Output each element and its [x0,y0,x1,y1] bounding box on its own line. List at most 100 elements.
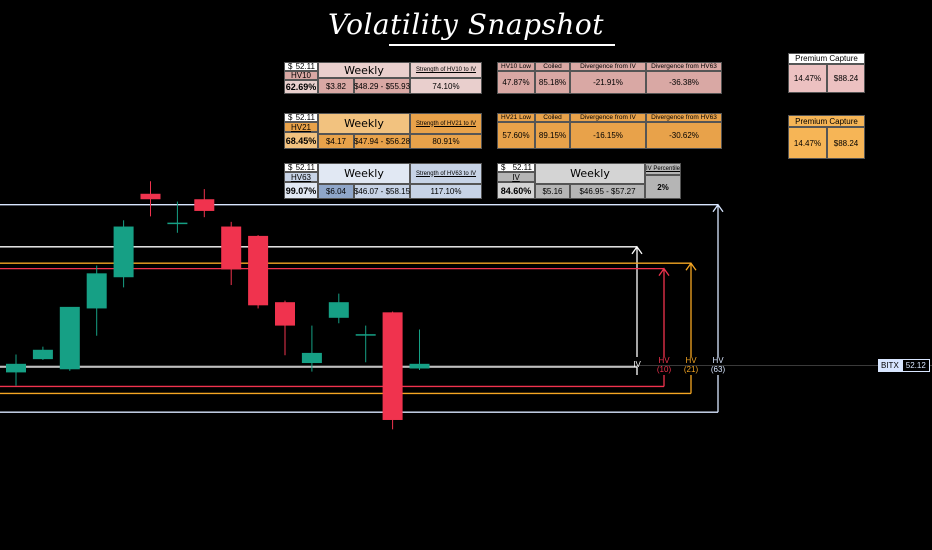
hv10-price: 52.11 [296,62,318,71]
premium-1-title: Premium Capture [788,53,865,64]
hv21-band-label: HV(21) [683,356,699,374]
candle-body [382,312,403,420]
candle [6,354,26,386]
hv10-div-iv-title: Divergence from IV [570,62,646,71]
iv-label: IV [497,172,535,182]
hv10-div-hv63-value: -36.38% [646,71,722,94]
candle [32,346,53,360]
premium-2-title: Premium Capture [788,115,865,127]
hv63-strength-title: Strength of HV63 to IV [410,163,482,184]
iv-value: 84.60% [497,182,535,199]
hv63-weekly-title: Weekly [318,163,410,184]
hv10-weekly-range: $48.29 - $55.93 [354,78,410,94]
candle [301,325,322,372]
hv63-weekly-range: $46.07 - $58.15 [354,184,410,199]
band-hv63 [0,203,724,413]
candle-body [221,226,242,270]
hv10-coiled-value: 85.18% [535,71,570,94]
candle-body [328,302,349,318]
hv21-low-value: 57.60% [497,122,535,149]
candle [167,201,188,233]
candle-body [59,306,80,370]
candle-body [355,334,376,336]
iv-percentile-value: 2% [645,175,681,199]
candle [194,189,215,218]
hv21-strength-value: 80.91% [410,134,482,149]
hv10-low-value: 47.87% [497,71,535,94]
candle [248,235,269,309]
band-hv10 [0,267,670,388]
candle [382,311,403,430]
band-arrow-head [658,267,670,277]
hv10-div-iv-value: -21.91% [570,71,646,94]
hv10-weekly-move: $3.82 [318,78,354,94]
band-arrow-head [631,245,643,255]
candle-body [248,235,269,306]
hv10-div-hv63-title: Divergence from HV63 [646,62,722,71]
hv63-value: 99.07% [284,182,318,199]
candle-body [301,352,322,364]
candle-body [275,302,295,326]
hv21-div-iv-value: -16.15% [570,122,646,149]
candle-body [167,222,188,225]
hv21-label: HV21 [284,122,318,132]
hv10-strength-value: 74.10% [410,78,482,94]
ticker-symbol: BITX [878,359,902,372]
hv63-weekly-move: $6.04 [318,184,354,199]
candles [6,181,430,430]
candle [275,300,295,356]
volatility-bands [0,203,724,413]
hv21-div-hv63-value: -30.62% [646,122,722,149]
hv63-strength-value: 117.10% [410,184,482,199]
hv10-low-title: HV10 Low [497,62,535,71]
chart-title: Volatility Snapshot [327,8,605,41]
hv63-price: 52.11 [296,163,318,172]
candle [140,181,161,217]
hv10-coiled-title: Coiled [535,62,570,71]
title-underline [389,44,615,46]
hv21-div-iv-title: Divergence from IV [570,113,646,122]
candle-body [409,363,430,369]
hv21-weekly-range: $47.94 - $56.28 [354,134,410,149]
hv21-div-hv63-title: Divergence from HV63 [646,113,722,122]
candle-body [194,199,215,211]
iv-percentile-title: IV Percentile [645,163,681,175]
hv21-strength-title: Strength of HV21 to IV [410,113,482,134]
candle-body [140,193,161,200]
candle [409,329,430,371]
candle-body [32,349,53,360]
candle-body [113,226,134,278]
premium-2-pct: 14.47% [788,127,827,159]
iv-weekly-title: Weekly [535,163,645,184]
iv-band-label: IV [633,360,641,369]
hv21-coiled-title: Coiled [535,113,570,122]
hv10-band-label: HV(10) [656,356,672,374]
hv21-value: 68.45% [284,132,318,149]
ticker-price: 52.12 [901,359,930,372]
candle [59,306,80,371]
hv63-label: HV63 [284,172,318,182]
candle [328,293,349,324]
hv10-weekly-title: Weekly [318,62,410,78]
band-iv [0,245,643,375]
hv63-band-label: HV(63) [710,356,726,374]
iv-weekly-range: $46.95 - $57.27 [570,184,645,199]
hv21-weekly-title: Weekly [318,113,410,134]
hv10-label: HV10 [284,71,318,80]
premium-2-amount: $88.24 [827,127,865,159]
hv10-strength-title: Strength of HV10 to IV [410,62,482,78]
iv-price: 52.11 [512,163,535,172]
premium-1-amount: $88.24 [827,64,865,93]
iv-weekly-move: $5.16 [535,184,570,199]
candle [86,265,107,336]
candle [355,325,376,363]
premium-1-pct: 14.47% [788,64,827,93]
candle-body [6,363,26,373]
band-arrow-head [712,203,724,213]
hv21-price: 52.11 [296,113,318,122]
hv10-value: 62.69% [284,80,318,94]
candle [113,220,134,288]
last-price-tag: BITX 52.12 [878,359,930,372]
candle-body [86,273,107,309]
